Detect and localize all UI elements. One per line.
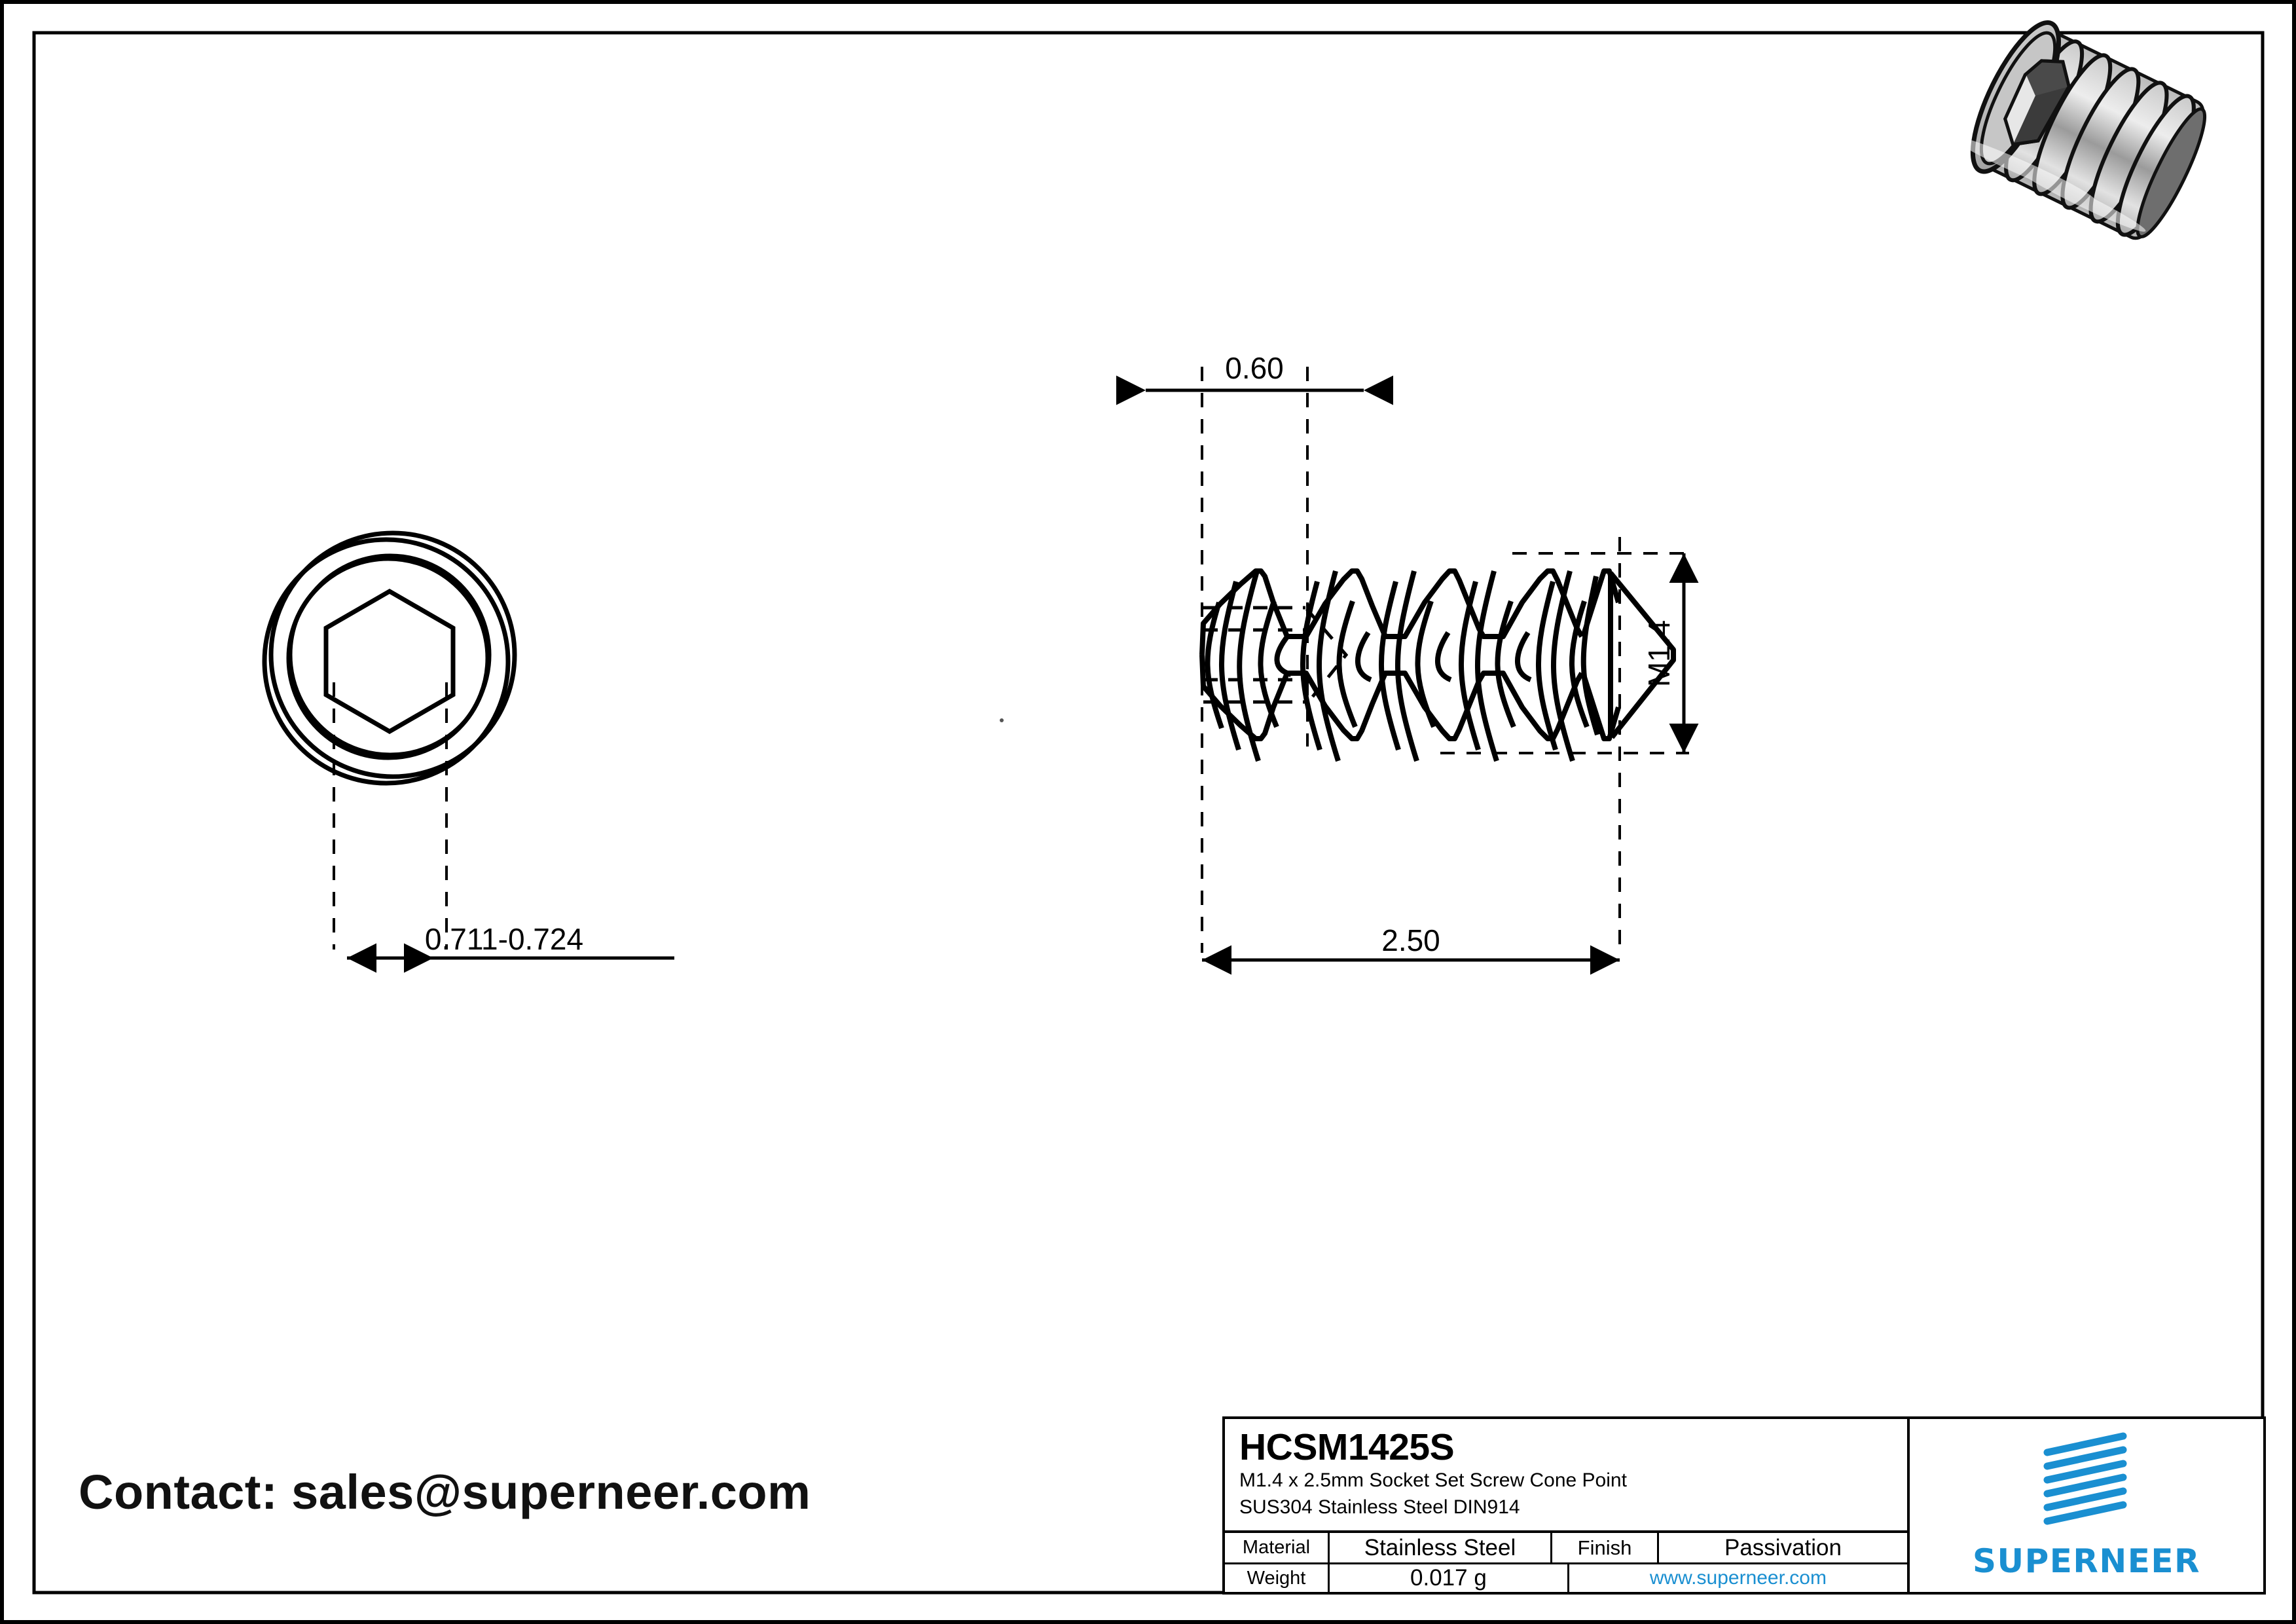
finish-label: Finish bbox=[1552, 1533, 1659, 1562]
spec-row-weight: Weight 0.017 g www.superneer.com bbox=[1225, 1564, 1907, 1592]
dimension-thread-size: M1.4 bbox=[1642, 553, 1699, 753]
dimension-socket-width: 0.711-0.724 bbox=[347, 922, 674, 973]
title-block-main: HCSM1425S M1.4 x 2.5mm Socket Set Screw … bbox=[1225, 1419, 1910, 1592]
brand-panel: SUPERNEER bbox=[1910, 1419, 2263, 1592]
front-view-hex-socket bbox=[262, 530, 517, 950]
website-link[interactable]: www.superneer.com bbox=[1649, 1567, 1827, 1589]
dimension-depth-label: 0.60 bbox=[1225, 351, 1284, 385]
description-line-1: M1.4 x 2.5mm Socket Set Screw Cone Point bbox=[1239, 1469, 1627, 1492]
stray-mark bbox=[1000, 718, 1004, 722]
dimension-overall-length: 2.50 bbox=[1202, 923, 1620, 975]
description-line-2: SUS304 Stainless Steel DIN914 bbox=[1239, 1496, 1520, 1519]
dimension-length-label: 2.50 bbox=[1381, 923, 1440, 957]
front-view-dimension-label: 0.711-0.724 bbox=[425, 922, 583, 956]
weight-value: 0.017 g bbox=[1330, 1564, 1569, 1592]
contact-line: Contact: sales@superneer.com bbox=[79, 1465, 811, 1519]
side-view-threaded-body bbox=[1199, 367, 1689, 953]
title-block: HCSM1425S M1.4 x 2.5mm Socket Set Screw … bbox=[1222, 1416, 2266, 1595]
spec-row-material: Material Stainless Steel Finish Passivat… bbox=[1225, 1533, 1907, 1564]
material-value: Stainless Steel bbox=[1330, 1533, 1552, 1562]
title-block-description: HCSM1425S M1.4 x 2.5mm Socket Set Screw … bbox=[1225, 1419, 1907, 1533]
finish-value: Passivation bbox=[1724, 1534, 1842, 1560]
iso-render-set-screw bbox=[1951, 20, 2207, 240]
dimension-socket-depth: 0.60 bbox=[1116, 351, 1393, 405]
brand-wordmark: SUPERNEER bbox=[1972, 1542, 2201, 1580]
weight-label: Weight bbox=[1225, 1564, 1330, 1592]
dimension-thread-label: M1.4 bbox=[1642, 620, 1676, 687]
superneer-logo-icon bbox=[2043, 1432, 2127, 1525]
material-label: Material bbox=[1225, 1533, 1330, 1562]
part-number: HCSM1425S bbox=[1239, 1426, 1455, 1468]
